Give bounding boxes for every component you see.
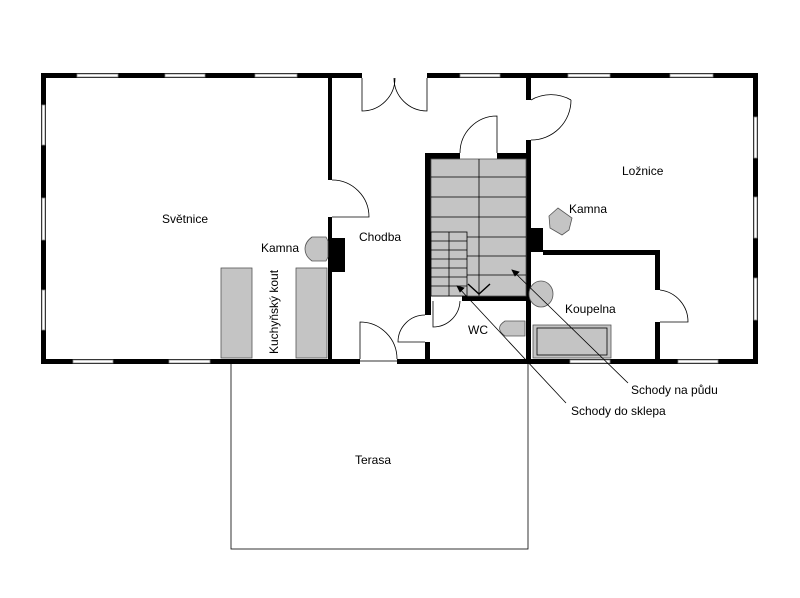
room-label-kitchen: Kuchyňský kout — [267, 269, 281, 354]
toilet-icon — [499, 320, 526, 337]
annotation-stairs-cellar: Schody do sklepa — [571, 404, 666, 418]
kitchen-counter-left — [220, 267, 253, 359]
room-label-kamna-right: Kamna — [569, 202, 607, 216]
kitchen-counter-right — [295, 267, 328, 359]
room-label-terasa: Terasa — [355, 453, 391, 467]
room-label-svetnice: Světnice — [162, 212, 208, 226]
doors — [331, 77, 689, 360]
stove-left-icon — [304, 236, 329, 262]
sink-icon — [528, 280, 554, 308]
room-label-wc: WC — [468, 323, 488, 337]
annotation-stairs-attic: Schody na půdu — [631, 383, 718, 397]
bathtub — [532, 324, 612, 359]
windows — [41, 73, 758, 364]
room-label-kamna-left: Kamna — [261, 241, 299, 255]
chimney-right — [531, 228, 543, 252]
interior-walls — [328, 75, 660, 361]
stove-right-icon — [548, 207, 573, 236]
leader-lines — [456, 269, 629, 404]
outer-walls — [41, 73, 758, 364]
room-label-loznice: Ložnice — [622, 164, 664, 178]
staircase — [430, 158, 527, 297]
chimney-left — [331, 238, 345, 272]
room-label-koupelna: Koupelna — [565, 302, 616, 316]
terrace-outline — [230, 360, 529, 550]
room-label-chodba: Chodba — [359, 230, 401, 244]
